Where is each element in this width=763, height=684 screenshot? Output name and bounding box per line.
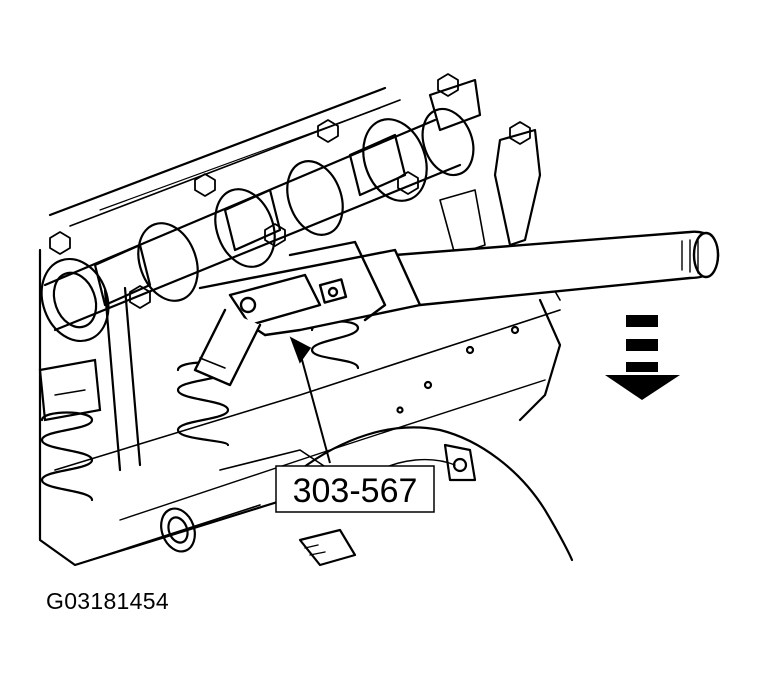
- camshaft: [40, 73, 542, 343]
- callout-leader: [289, 336, 331, 464]
- cylinder-head: [38, 86, 574, 567]
- callout-box: 303-567: [275, 465, 435, 513]
- figure-id: G03181454: [46, 588, 169, 614]
- callout-label: 303-567: [293, 472, 418, 510]
- cam-bolt: [49, 73, 531, 309]
- down-arrow-dashed-icon: [605, 315, 680, 400]
- compressor-tool: [193, 230, 720, 387]
